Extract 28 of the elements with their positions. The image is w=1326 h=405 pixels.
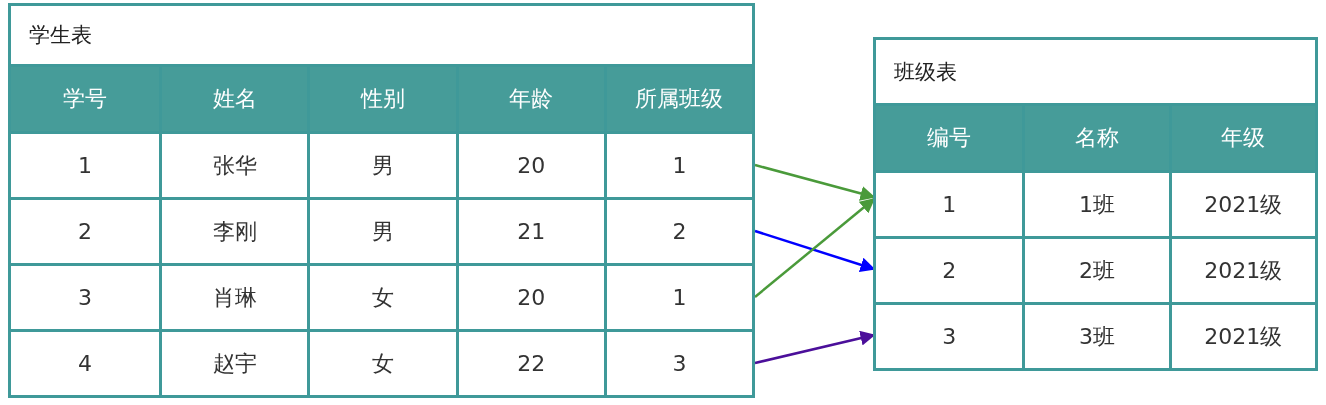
- table-cell-text: 3: [941, 323, 958, 351]
- table-row: [11, 197, 752, 263]
- table-cell-text: 4: [77, 350, 94, 378]
- table-row: [876, 170, 1315, 236]
- header-cell-text: 编号: [926, 124, 973, 152]
- table-row: [11, 329, 752, 395]
- table: [873, 37, 1318, 371]
- table-cell-text: 2: [941, 257, 958, 285]
- table-row: [11, 131, 752, 197]
- header-row: [876, 103, 1315, 170]
- table-cell: 3班: [1022, 305, 1169, 368]
- table-cell-text: 1: [941, 191, 958, 219]
- table-row: [11, 263, 752, 329]
- table-row: [876, 302, 1315, 368]
- header-row: [11, 64, 752, 131]
- table-row: [876, 236, 1315, 302]
- table-cell-text: 3: [77, 284, 94, 312]
- table-title: 班级表: [894, 58, 957, 86]
- table-title: 学生表: [29, 22, 92, 49]
- table-cell: 2021级: [1168, 305, 1315, 368]
- table: [8, 3, 755, 398]
- table-cell: 3: [603, 332, 752, 395]
- table-cell: 女: [307, 332, 456, 395]
- table-cell: 22: [455, 332, 604, 395]
- table-cell: 赵宇: [159, 332, 308, 395]
- table-cell-text: 2: [77, 218, 94, 246]
- table-cell-text: 1: [77, 152, 94, 180]
- header-cell-text: 学号: [62, 85, 109, 113]
